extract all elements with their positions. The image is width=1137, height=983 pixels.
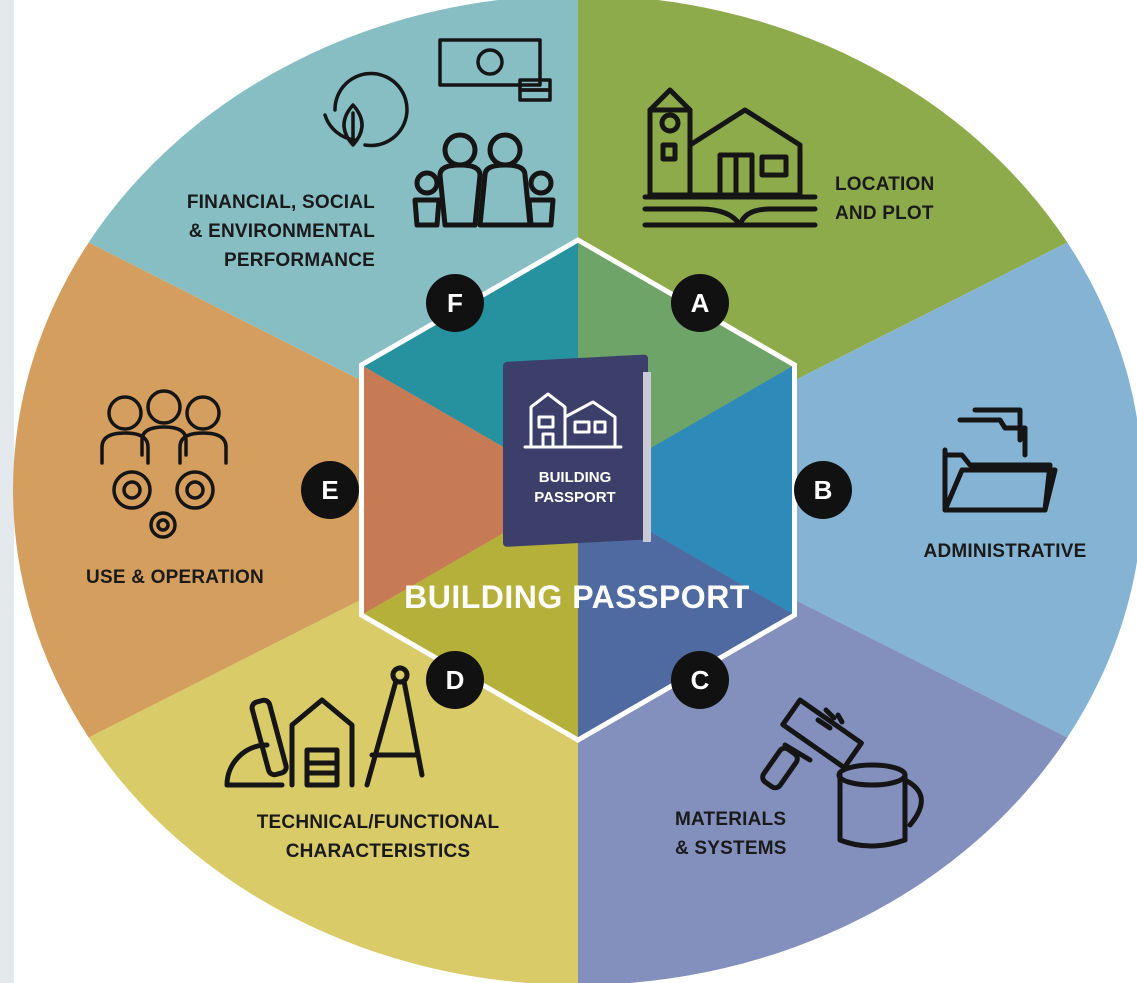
segment-label-line: FINANCIAL, SOCIAL [187,192,375,213]
center-title: BUILDING PASSPORT [404,579,750,615]
hexagon-border [359,237,797,743]
left-edge-strip [0,0,14,983]
badge-letter: E [321,475,338,505]
building-passport-book-icon: BUILDING PASSPORT [503,354,651,547]
badge-a: A [671,274,729,332]
people-gears-icon [100,389,228,539]
inner-segment-c [578,490,795,740]
inner-segment-b [578,365,795,615]
badge-circle [671,274,729,332]
segment-label-f: FINANCIAL, SOCIAL & ENVIRONMENTAL PERFORMA… [187,192,375,271]
segment-badges: A B C D E F [301,274,852,709]
book-label-line2: PASSPORT [534,489,615,506]
segment-label-line: PERFORMANCE [224,250,375,271]
segment-label-line: CHARACTERISTICS [286,841,471,862]
segment-label-line: ADMINISTRATIVE [924,541,1087,562]
badge-circle [671,651,729,709]
badge-letter: D [446,665,465,695]
drafting-tools-icon [224,665,425,788]
segment-label-line: AND PLOT [835,203,934,224]
segment-label-line: & SYSTEMS [675,838,787,859]
segment-label-b: ADMINISTRATIVE [924,541,1087,562]
book-label-line1: BUILDING [539,469,612,486]
badge-circle [301,461,359,519]
badge-letter: B [814,475,833,505]
segment-label-line: TECHNICAL/FUNCTIONAL [257,812,500,833]
badge-circle [426,651,484,709]
badge-c: C [671,651,729,709]
segment-label-c: MATERIALS & SYSTEMS [675,809,787,859]
badge-letter: A [691,288,710,318]
badge-circle [426,274,484,332]
paint-roller-bucket-icon [760,697,924,849]
segment-label-line: & ENVIRONMENTAL [189,221,376,242]
segment-label-line: USE & OPERATION [86,567,264,588]
badge-d: D [426,651,484,709]
badge-f: F [426,274,484,332]
badge-letter: C [691,665,710,695]
segment-label-line: MATERIALS [675,809,786,830]
outer-segment-e [13,242,579,738]
inner-segment-e [361,365,578,615]
inner-segment-d [361,490,578,740]
outer-segment-b [578,242,1137,738]
house-plot-icon [642,87,818,228]
segment-label-d: TECHNICAL/FUNCTIONAL CHARACTERISTICS [257,812,500,862]
money-family-leaf-icon [323,38,556,228]
segment-label-a: LOCATION AND PLOT [835,174,934,224]
segment-labels: LOCATION AND PLOT ADMINISTRATIVE MATERIALS &… [86,174,1086,862]
badge-letter: F [447,288,463,318]
segment-label-line: LOCATION [835,174,934,195]
badge-circle [794,461,852,519]
segment-label-e: USE & OPERATION [86,567,264,588]
badge-b: B [794,461,852,519]
folder-documents-icon [942,407,1058,513]
badge-e: E [301,461,359,519]
